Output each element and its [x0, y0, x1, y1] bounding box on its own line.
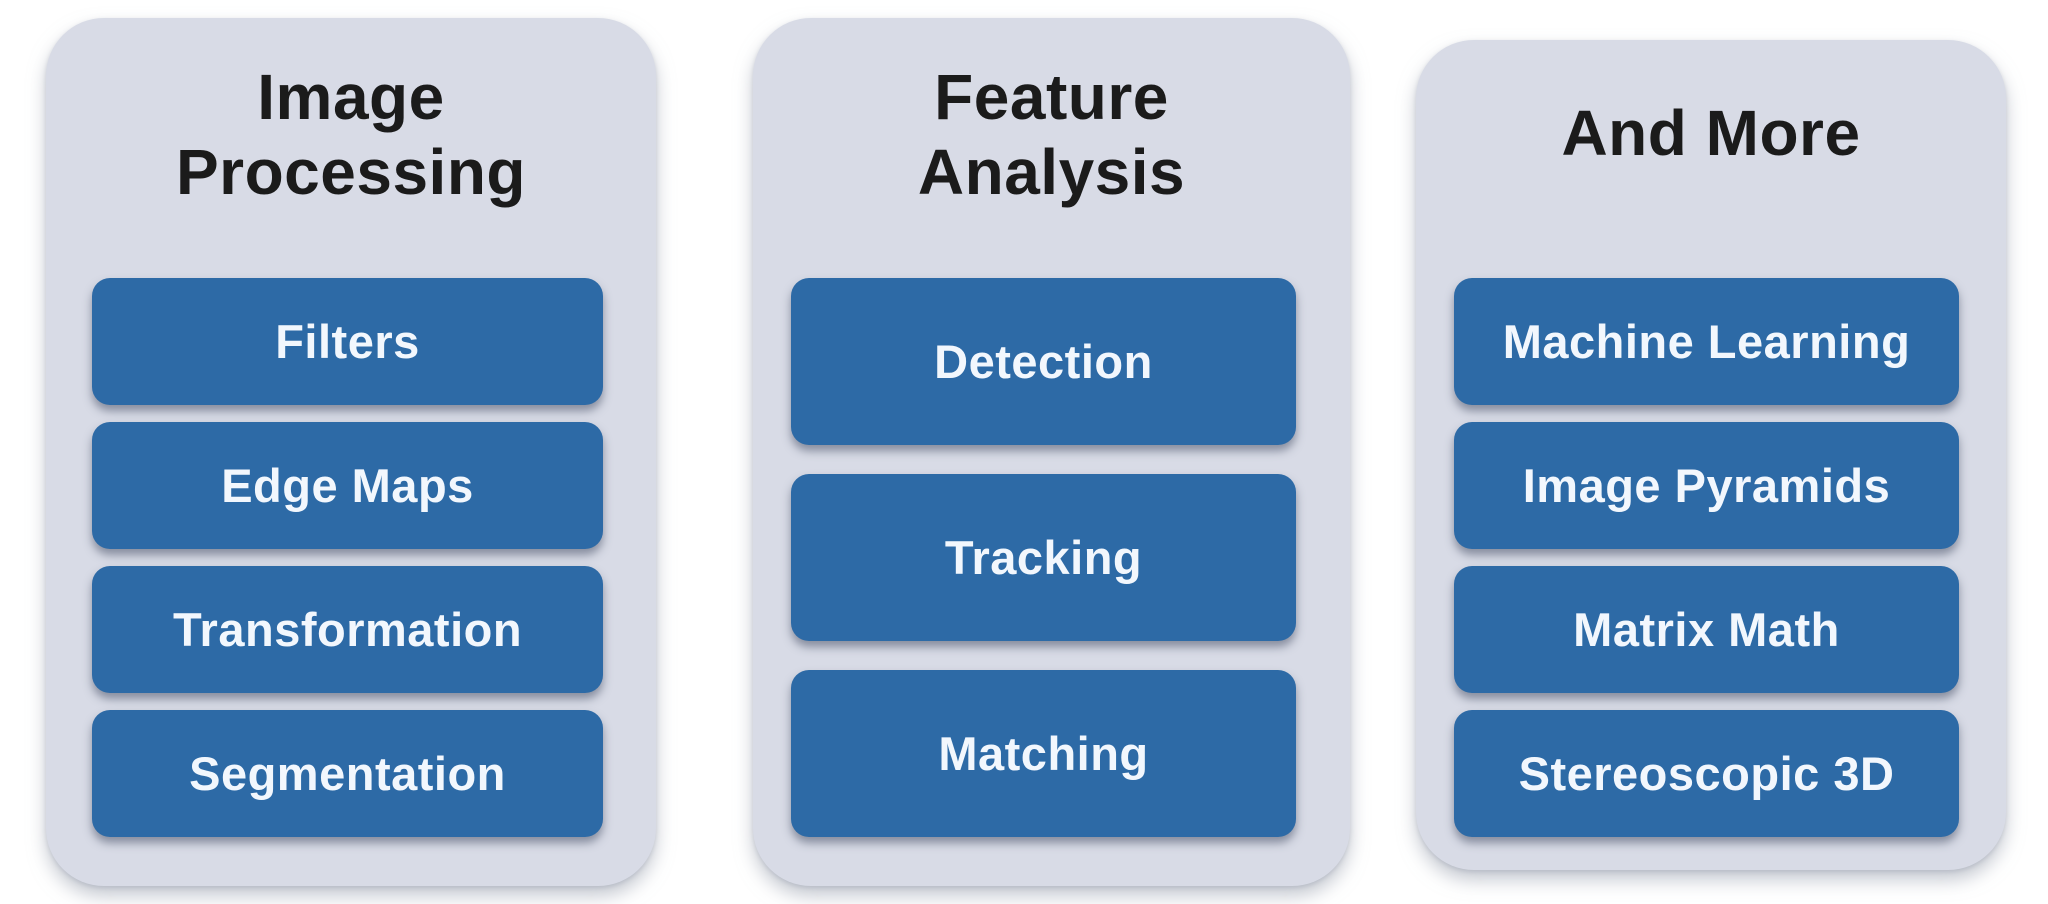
node-matching: Matching	[791, 670, 1296, 837]
node-edge-maps: Edge Maps	[92, 422, 603, 549]
panel-title-feature-analysis: Feature Analysis	[753, 60, 1350, 210]
node-image-pyramids: Image Pyramids	[1454, 422, 1959, 549]
node-list-feature-analysis: Detection Tracking Matching	[791, 278, 1296, 837]
node-detection: Detection	[791, 278, 1296, 445]
node-segmentation: Segmentation	[92, 710, 603, 837]
node-list-and-more: Machine Learning Image Pyramids Matrix M…	[1454, 278, 1959, 837]
panel-title-image-processing: Image Processing	[46, 60, 656, 210]
panel-title-and-more: And More	[1416, 96, 2006, 171]
panel-and-more: And More Machine Learning Image Pyramids…	[1416, 40, 2006, 870]
panel-feature-analysis: Feature Analysis Detection Tracking Matc…	[753, 18, 1350, 886]
node-tracking: Tracking	[791, 474, 1296, 641]
panel-title-line: Image	[257, 61, 445, 133]
panel-image-processing: Image Processing Filters Edge Maps Trans…	[46, 18, 656, 886]
node-machine-learning: Machine Learning	[1454, 278, 1959, 405]
node-matrix-math: Matrix Math	[1454, 566, 1959, 693]
node-filters: Filters	[92, 278, 603, 405]
node-transformation: Transformation	[92, 566, 603, 693]
node-stereoscopic-3d: Stereoscopic 3D	[1454, 710, 1959, 837]
panel-title-line: Feature	[934, 61, 1169, 133]
panel-title-line: And More	[1561, 97, 1861, 169]
panel-title-line: Analysis	[917, 135, 1186, 208]
panel-title-line: Processing	[175, 135, 527, 208]
node-list-image-processing: Filters Edge Maps Transformation Segment…	[92, 278, 603, 837]
